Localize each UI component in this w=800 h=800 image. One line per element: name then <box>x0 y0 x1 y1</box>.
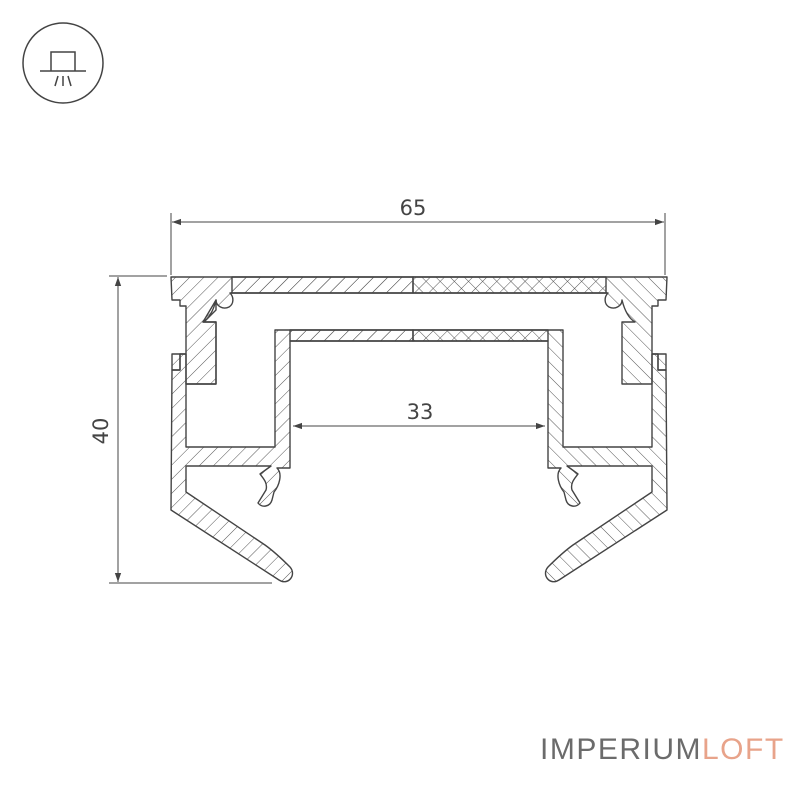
height-dimension-label: 40 <box>89 418 113 445</box>
inner-width-dimension-label: 33 <box>407 400 434 424</box>
profile-top-band <box>231 276 607 294</box>
profile-left-half <box>170 276 414 583</box>
aluminium-profile-section <box>170 276 668 583</box>
width-dimension-label: 65 <box>400 196 427 220</box>
profile-inner-top-band <box>289 329 549 342</box>
brand-accent: LOFT <box>702 733 785 766</box>
ceiling-lamp-icon <box>40 51 86 87</box>
brand-main: IMPERIUM <box>540 733 702 766</box>
mount-type-badge <box>22 22 104 104</box>
extension-lines <box>109 213 666 584</box>
brand-logo: IMPERIUMLOFT <box>540 733 785 767</box>
profile-right-half <box>412 276 668 583</box>
